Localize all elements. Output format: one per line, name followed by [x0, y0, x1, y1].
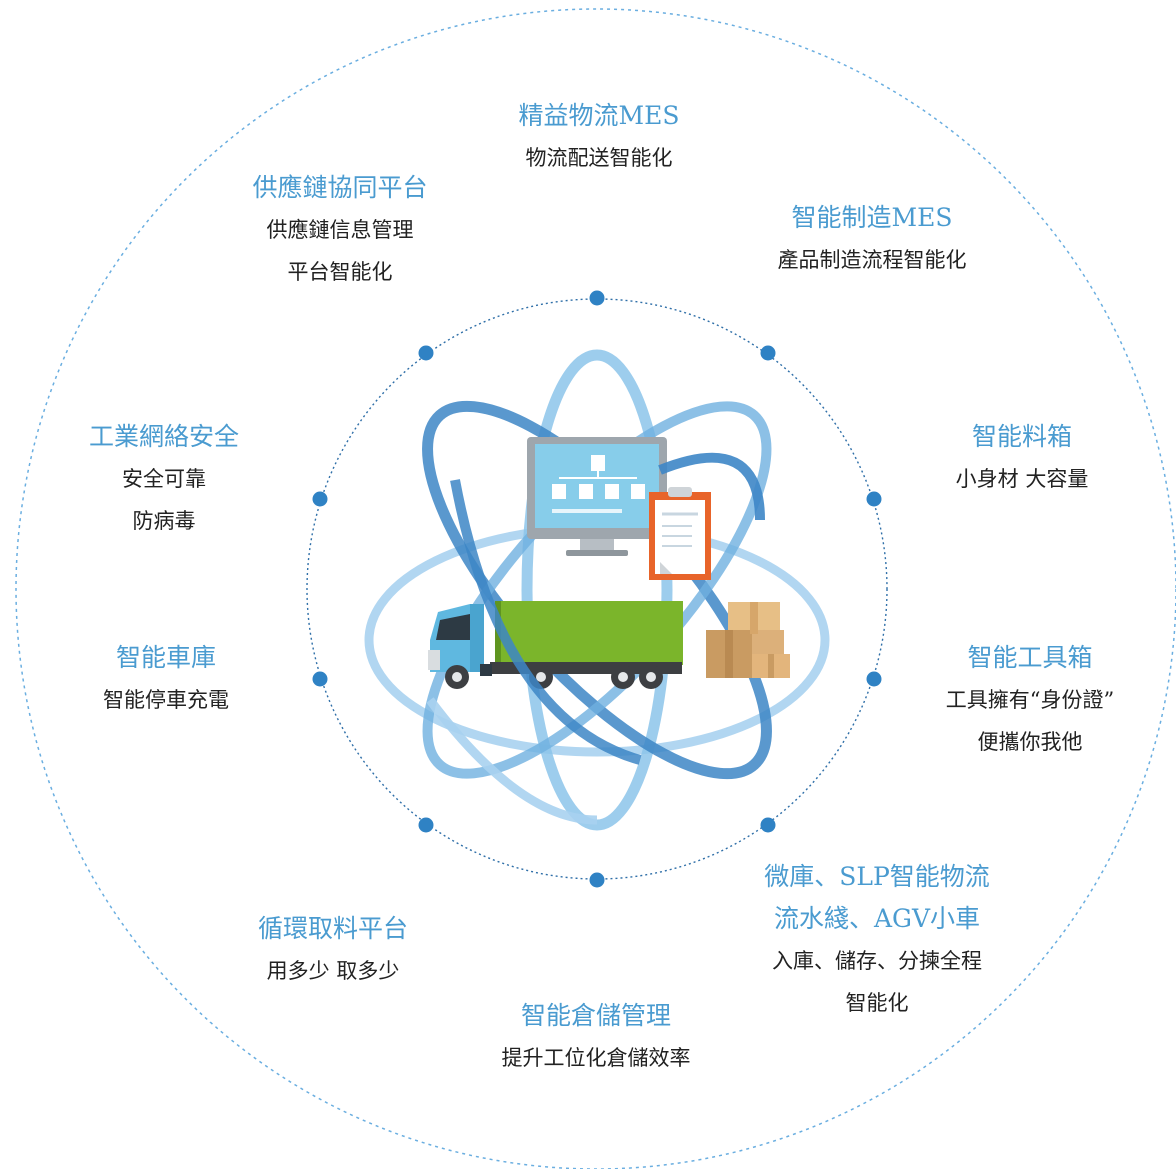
node-title: 智能車庫 — [115, 643, 216, 672]
atom-orbits — [364, 349, 830, 831]
orbit-dot — [312, 671, 328, 687]
node-title: 精益物流MES — [518, 101, 680, 130]
node-desc: 小身材 大容量 — [955, 467, 1089, 491]
node-title: 智能倉儲管理 — [520, 1001, 671, 1030]
node-desc: 平台智能化 — [287, 260, 393, 284]
monitor-icon — [527, 437, 667, 556]
outer-ring — [15, 8, 1176, 1169]
node-title: 微庫、SLP智能物流 — [764, 862, 990, 891]
node-network-security: 工業網絡安全 安全可靠 防病毒 — [89, 416, 239, 542]
node-title: 工業網絡安全 — [88, 422, 240, 451]
node-title-2: 流水綫、AGV小車 — [773, 904, 981, 933]
boxes-icon — [706, 602, 790, 678]
orbit-dot — [866, 491, 882, 507]
node-smart-toolbox: 智能工具箱 工具擁有“身份證” 便攜你我他 — [946, 637, 1114, 763]
orbit-dot — [418, 817, 434, 833]
node-desc: 智能化 — [845, 991, 909, 1015]
node-desc: 用多少 取多少 — [266, 959, 400, 983]
orbit-dots — [312, 290, 882, 888]
node-desc: 智能停車充電 — [103, 688, 229, 712]
node-desc: 便攜你我他 — [977, 730, 1083, 754]
truck-icon — [428, 601, 683, 689]
node-smart-mfg: 智能制造MES 產品制造流程智能化 — [778, 197, 967, 281]
clipboard-icon — [649, 487, 711, 580]
node-smart-bin: 智能料箱 小身材 大容量 — [956, 416, 1089, 500]
node-title: 智能制造MES — [791, 203, 953, 232]
node-micro-warehouse: 微庫、SLP智能物流 流水綫、AGV小車 入庫、儲存、分揀全程 智能化 — [764, 856, 990, 1024]
orbit-dot — [866, 671, 882, 687]
node-title: 供應鏈協同平台 — [252, 173, 428, 202]
orbit-dot — [589, 872, 605, 888]
node-desc: 防病毒 — [132, 509, 196, 533]
atom-orbits-front — [426, 452, 765, 825]
node-desc: 供應鏈信息管理 — [266, 218, 414, 242]
orbit-dot — [418, 345, 434, 361]
node-smart-garage: 智能車庫 智能停車充電 — [103, 637, 229, 721]
node-desc: 安全可靠 — [121, 467, 206, 491]
node-desc: 產品制造流程智能化 — [777, 248, 967, 272]
orbit-dot — [760, 817, 776, 833]
node-desc: 工具擁有“身份證” — [945, 688, 1115, 712]
node-recycle-platform: 循環取料平台 用多少 取多少 — [258, 908, 408, 992]
node-desc: 入庫、儲存、分揀全程 — [772, 949, 982, 973]
node-supply-chain: 供應鏈協同平台 供應鏈信息管理 平台智能化 — [252, 167, 427, 293]
node-title: 智能工具箱 — [967, 643, 1093, 672]
node-desc: 物流配送智能化 — [525, 146, 673, 170]
node-desc: 提升工位化倉儲效率 — [501, 1046, 691, 1070]
orbit-dot — [312, 491, 328, 507]
node-lean-logistics: 精益物流MES 物流配送智能化 — [519, 95, 680, 179]
orbit-dot — [760, 345, 776, 361]
orbit-dot — [589, 290, 605, 306]
node-title: 智能料箱 — [971, 422, 1072, 451]
node-title: 循環取料平台 — [257, 914, 409, 943]
node-warehouse-mgmt: 智能倉儲管理 提升工位化倉儲效率 — [502, 995, 691, 1079]
